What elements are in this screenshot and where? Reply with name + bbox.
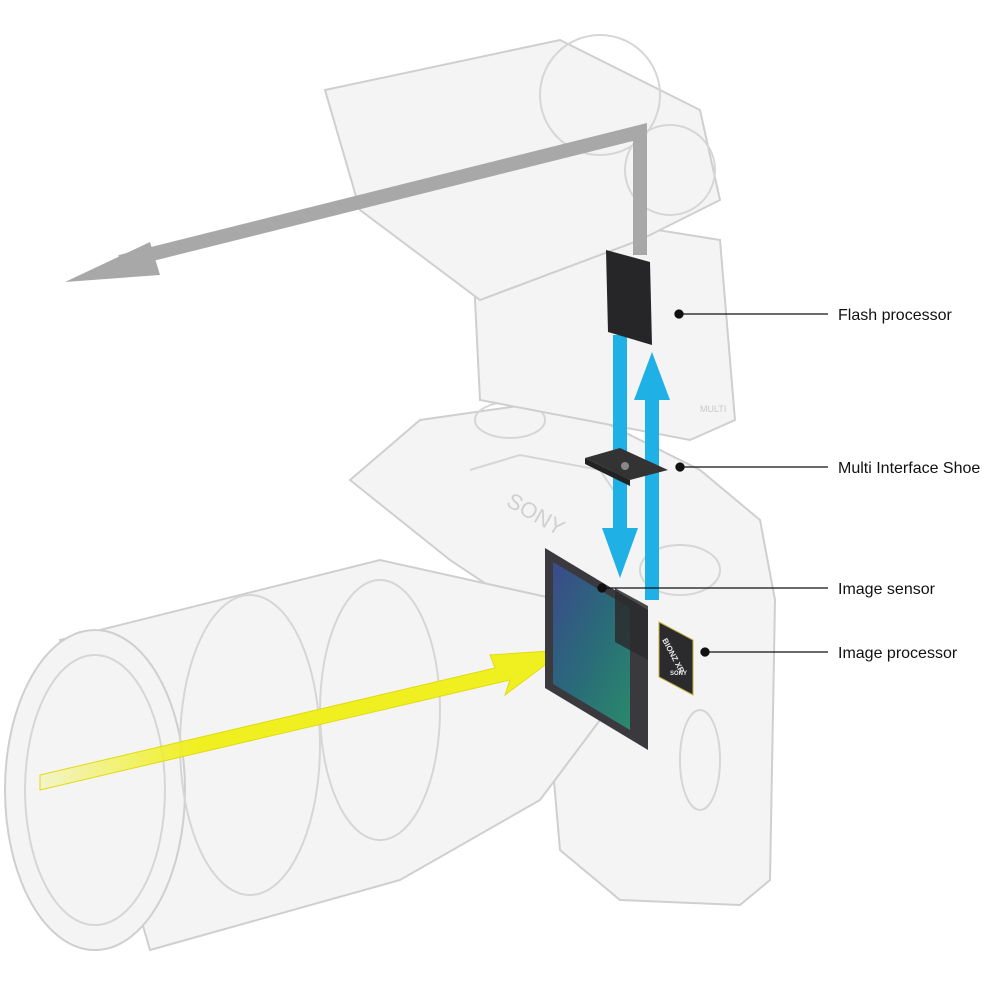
label-image-sensor: Image sensor xyxy=(838,581,936,598)
multi-interface-shoe xyxy=(585,448,668,486)
flash-ghost: MULTI xyxy=(323,34,737,442)
label-flash-processor: Flash processor xyxy=(838,307,952,324)
label-multi-interface-shoe: Multi Interface Shoe xyxy=(838,460,980,477)
image-processor-chip: BIONZ XR SONY xyxy=(658,621,694,696)
image-sensor xyxy=(545,548,648,750)
sensor-processor-chip xyxy=(615,588,648,660)
incoming-light-arrow xyxy=(39,649,567,791)
leader-lines xyxy=(597,309,828,657)
chip-maker-text: SONY xyxy=(670,671,687,677)
flash-mark-text: MULTI xyxy=(700,404,726,414)
flash-processor-chip xyxy=(606,250,652,345)
label-image-processor: Image processor xyxy=(838,645,958,662)
bounce-light-arrow xyxy=(65,123,647,282)
up-arrow xyxy=(634,352,670,600)
lens-ghost xyxy=(4,558,602,952)
